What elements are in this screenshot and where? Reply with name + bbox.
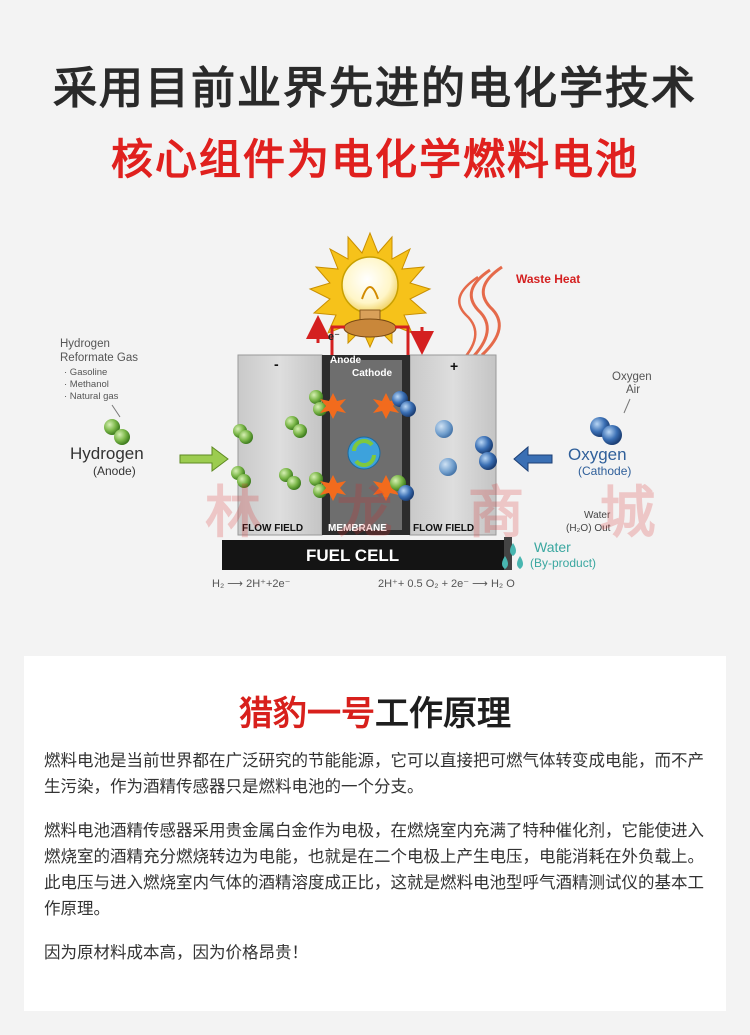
card-title: 猎豹一号工作原理 xyxy=(24,686,726,735)
light-bulb-icon xyxy=(308,231,432,349)
hydrogen-molecule-icon xyxy=(104,419,130,445)
oxygen-molecule-icon xyxy=(590,417,622,445)
electron-label: e⁻ xyxy=(328,331,340,343)
fuel-cell-label: FUEL CELL xyxy=(306,546,399,565)
paragraph-intro: 燃料电池是当前世界都在广泛研究的节能能源，它可以直接把可燃气体转变成电能，而不产… xyxy=(44,751,704,796)
flow-field-right-label: FLOW FIELD xyxy=(413,523,474,534)
fuel-cell-base xyxy=(222,540,504,570)
minus-sign: - xyxy=(274,356,279,372)
fuel-cell-diagram: e⁻ Waste Heat Hydrogen Reformate Gas · G… xyxy=(60,231,652,590)
water-drop-icon xyxy=(502,543,523,569)
cathode-equation: 2H⁺+ 0.5 O₂ + 2e⁻ ⟶ H₂ O xyxy=(378,578,515,590)
oxygen-arrow-icon xyxy=(513,445,553,473)
hydrogen-note-item: · Natural gas xyxy=(64,391,119,402)
anode-label: Anode xyxy=(330,355,362,366)
recycle-icon xyxy=(347,436,381,470)
oxygen-air-label-2: Air xyxy=(626,384,640,396)
headline-secondary: 核心组件为电化学燃料电池 xyxy=(110,135,639,184)
card-title-accent: 猎豹一号 xyxy=(239,694,375,734)
water-label: Water xyxy=(534,539,571,555)
headline-primary: 采用目前业界先进的电化学技术 xyxy=(53,63,697,114)
oxygen-air-label-1: Oxygen xyxy=(612,371,652,383)
anode-paren-label: (Anode) xyxy=(93,464,136,478)
reaction-spark-icon xyxy=(320,393,399,501)
hydrogen-arrow-icon xyxy=(179,446,229,472)
flow-field-left-label: FLOW FIELD xyxy=(242,523,303,534)
cathode-paren-label: (Cathode) xyxy=(578,464,631,478)
watermark: 林 龙 商 城 xyxy=(205,480,684,546)
paragraph-cost: 因为原材料成本高，因为价格昂贵！ xyxy=(44,943,308,962)
oxygen-label: Oxygen xyxy=(568,445,627,464)
byproduct-label: (By-product) xyxy=(530,556,596,570)
hydrogen-note-item: · Gasoline xyxy=(64,367,107,378)
cathode-label: Cathode xyxy=(352,368,392,379)
hydrogen-particles xyxy=(231,390,327,498)
hydrogen-label: Hydrogen xyxy=(70,444,144,463)
membrane-label: MEMBRANE xyxy=(328,523,387,534)
hydrogen-note-item: · Methanol xyxy=(64,379,109,390)
plus-sign: + xyxy=(450,358,458,374)
anode-equation: H₂ ⟶ 2H⁺+2e⁻ xyxy=(212,578,291,590)
hydrogen-note-title-1: Hydrogen xyxy=(60,338,110,350)
water-out-label-2: (H₂O) Out xyxy=(566,523,611,534)
waste-heat-icon xyxy=(457,265,503,366)
hydrogen-note-title-2: Reformate Gas xyxy=(60,352,138,364)
water-out-label-1: Water xyxy=(584,510,611,521)
oxygen-particles xyxy=(390,391,497,501)
card-title-rest: 工作原理 xyxy=(375,694,511,734)
waste-heat-label: Waste Heat xyxy=(516,272,580,286)
principle-card: 猎豹一号工作原理 燃料电池是当前世界都在广泛研究的节能能源，它可以直接把可燃气体… xyxy=(24,656,726,1011)
paragraph-principle: 燃料电池酒精传感器采用贵金属白金作为电极，在燃烧室内充满了特种催化剂，它能使进入… xyxy=(44,821,704,918)
left-flow-field xyxy=(237,354,323,536)
